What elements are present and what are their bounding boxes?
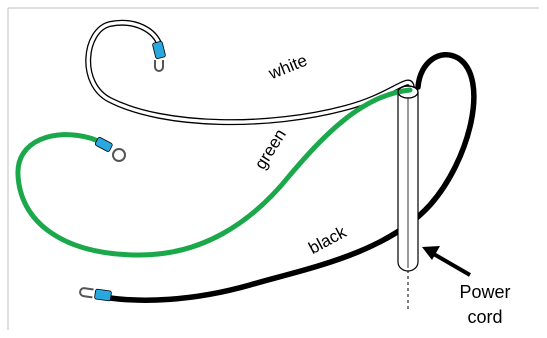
power-cord-label-line2: cord	[467, 307, 502, 327]
green-ring-terminal-icon	[112, 148, 126, 162]
black-wire-label: black	[305, 222, 349, 258]
green-wire-label: green	[251, 126, 290, 173]
arrow-shaft	[430, 251, 472, 277]
power-cord-tube	[397, 85, 419, 272]
black-spade-terminal-icon	[79, 287, 94, 299]
arrow-head	[422, 246, 440, 260]
black-wire-sleeve	[94, 288, 112, 302]
white-spade-terminal-icon	[154, 60, 164, 72]
green-wire-sleeve	[94, 137, 113, 152]
white-wire	[85, 19, 415, 126]
frame	[7, 7, 539, 330]
green-wire	[15, 87, 413, 258]
black-wire	[79, 52, 477, 303]
power-cord-label-line1: Power	[459, 282, 510, 302]
power-cord-arrow	[422, 246, 472, 277]
white-wire-sleeve	[152, 41, 166, 59]
cord-top-rim	[397, 85, 419, 99]
white-wire-label: white	[265, 51, 310, 84]
